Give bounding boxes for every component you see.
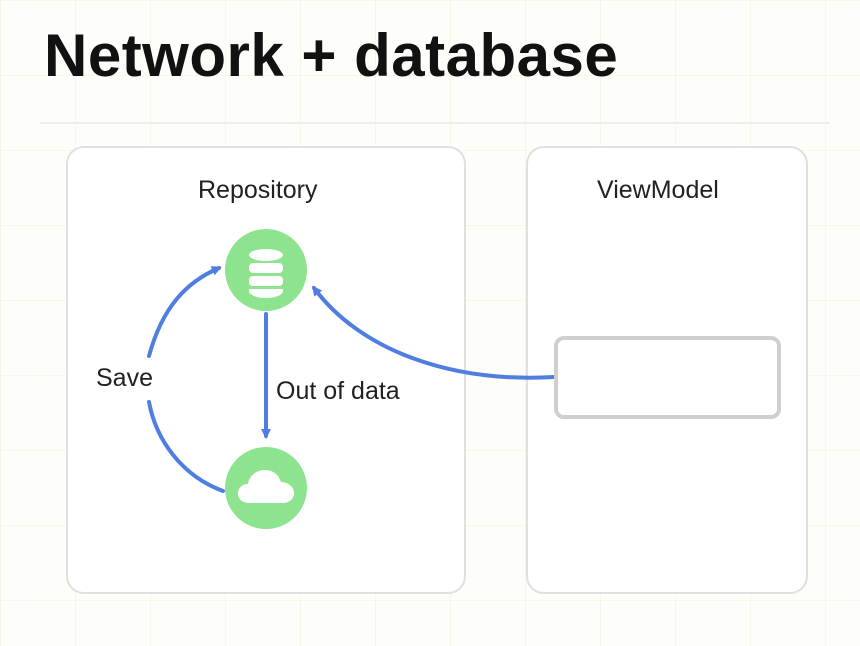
out-of-data-label: Out of data	[276, 377, 400, 405]
database-node	[225, 229, 307, 311]
slide-title: Network + database	[44, 22, 619, 89]
database-icon	[249, 249, 283, 298]
save-arrow-upper	[147, 266, 222, 358]
cloud-node	[225, 447, 307, 529]
viewmodel-to-database-arrow	[312, 285, 556, 380]
viewmodel-box	[554, 336, 781, 419]
cloud-icon	[237, 470, 294, 503]
viewmodel-label: ViewModel	[597, 176, 719, 204]
save-arrow-lower	[147, 400, 225, 493]
save-label: Save	[96, 364, 153, 392]
repository-label: Repository	[198, 176, 318, 204]
title-divider	[40, 122, 830, 124]
